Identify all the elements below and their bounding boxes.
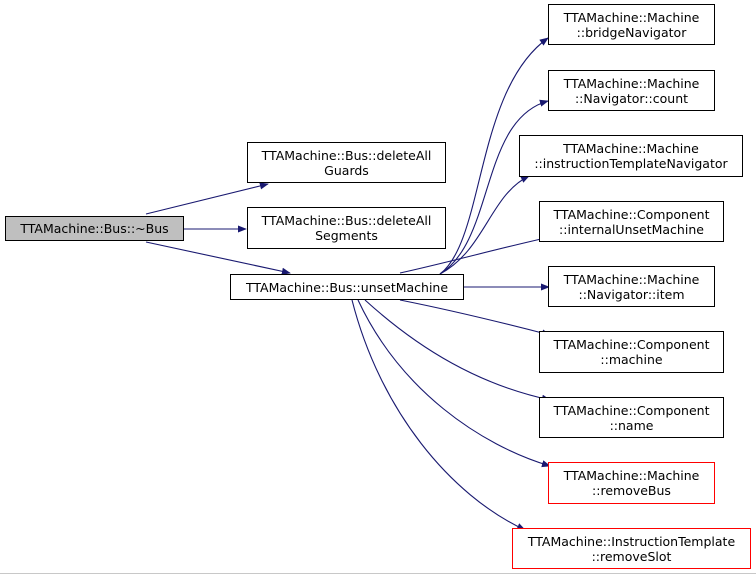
bottom-divider: [0, 573, 756, 574]
node-label: TTAMachine::Component: [553, 337, 710, 352]
node-label: TTAMachine::Bus::deleteAll: [261, 147, 432, 163]
node-label: Guards: [324, 162, 369, 178]
node-remove-bus[interactable]: TTAMachine::Machine ::removeBus: [548, 462, 715, 504]
node-label: TTAMachine::Machine: [563, 468, 700, 483]
edge-unset-bridge: [439, 37, 549, 275]
node-delete-all-guards[interactable]: TTAMachine::Bus::deleteAll Guards: [247, 142, 446, 183]
node-label: ::Navigator::count: [574, 90, 689, 106]
node-label: ::bridgeNavigator: [576, 24, 687, 40]
edge-unset-rbus: [357, 299, 551, 468]
node-label: TTAMachine::Bus::~Bus: [20, 221, 169, 236]
node-label: TTAMachine::Machine: [563, 141, 699, 156]
node-remove-slot[interactable]: TTAMachine::InstructionTemplate ::remove…: [512, 528, 751, 569]
node-navigator-count[interactable]: TTAMachine::Machine ::Navigator::count: [548, 70, 715, 111]
node-label: TTAMachine::InstructionTemplate: [527, 533, 736, 549]
edge-unset-rslot: [351, 299, 526, 531]
node-delete-all-segments[interactable]: TTAMachine::Bus::deleteAll Segments: [247, 207, 446, 249]
edge-unset-ium: [399, 235, 551, 274]
node-label: ::instructionTemplateNavigator: [534, 156, 728, 171]
node-unset-machine[interactable]: TTAMachine::Bus::unsetMachine: [230, 274, 464, 300]
node-label: TTAMachine::Bus::deleteAll: [261, 213, 432, 228]
edge-unset-itnav: [439, 175, 530, 275]
node-navigator-item[interactable]: TTAMachine::Machine ::Navigator::item: [548, 266, 715, 307]
node-label: ::internalUnsetMachine: [559, 221, 704, 237]
node-label: TTAMachine::Bus::unsetMachine: [245, 279, 449, 295]
node-bridge-navigator[interactable]: TTAMachine::Machine ::bridgeNavigator: [548, 4, 715, 45]
node-label: ::removeSlot: [591, 548, 672, 564]
edge-root-guards: [145, 182, 269, 215]
node-label: ::machine: [600, 352, 663, 367]
node-label: TTAMachine::Machine: [563, 75, 700, 91]
node-bus-destructor[interactable]: TTAMachine::Bus::~Bus: [5, 216, 184, 241]
edge-unset-count: [439, 99, 549, 275]
node-label: TTAMachine::Machine: [563, 9, 700, 25]
node-label: ::removeBus: [592, 483, 671, 498]
node-internal-unset-machine[interactable]: TTAMachine::Component ::internalUnsetMac…: [539, 201, 724, 242]
node-label: TTAMachine::Component: [553, 402, 710, 418]
node-component-machine[interactable]: TTAMachine::Component ::machine: [539, 331, 724, 373]
edge-root-unset: [145, 241, 291, 275]
node-label: Segments: [315, 228, 378, 243]
node-label: ::Navigator::item: [578, 286, 685, 302]
node-component-name[interactable]: TTAMachine::Component ::name: [539, 397, 724, 438]
node-label: TTAMachine::Machine: [563, 271, 700, 287]
node-label: TTAMachine::Component: [553, 206, 710, 222]
node-instruction-template-navigator[interactable]: TTAMachine::Machine ::instructionTemplat…: [519, 135, 743, 177]
edge-unset-cname: [364, 299, 551, 402]
node-label: ::name: [609, 417, 654, 433]
edge-unset-cmachine: [399, 299, 551, 337]
